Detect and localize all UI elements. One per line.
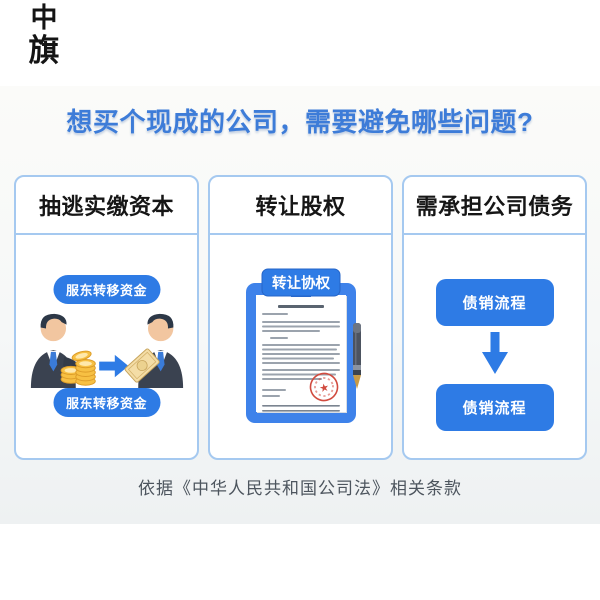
- logo-char-bottom: 旗: [28, 33, 60, 69]
- page-title: 想买个现成的公司，需要避免哪些问题?: [66, 107, 534, 137]
- card-header-withdraw-capital: 抽逃实缴资本: [16, 177, 197, 235]
- transfer-agreement-illustration: ★ 转让协权: [245, 268, 361, 423]
- debt-flow-box-top: 债销流程: [435, 279, 554, 326]
- pen-icon: [352, 323, 361, 389]
- doc-tab-label: 转让协权: [272, 274, 330, 292]
- card-equity-transfer: 转让股权: [208, 175, 393, 460]
- card-body-equity-transfer: ★ 转让协权: [210, 235, 391, 458]
- card-body-company-debts: 债销流程 债销流程: [404, 235, 585, 458]
- capital-transfer-illustration: [30, 313, 183, 388]
- cards-row: 抽逃实缴资本 服东转移资金: [14, 175, 587, 460]
- document-text-lines: [261, 305, 340, 412]
- debt-flow-box-bottom: 债销流程: [435, 384, 554, 431]
- brand-logo: 中 旗: [24, 3, 64, 69]
- card-company-debts: 需承担公司债务 债销流程 债销流程: [402, 175, 587, 460]
- legal-reference-note: 依据《中华人民共和国公司法》相关条款: [138, 479, 462, 498]
- card-header-company-debts: 需承担公司债务: [404, 177, 585, 235]
- card-header-equity-transfer: 转让股权: [210, 177, 391, 235]
- card-withdraw-capital: 抽逃实缴资本 服东转移资金: [14, 175, 199, 460]
- gold-coins-icon: [60, 350, 96, 386]
- fund-transfer-pill-top: 服东转移资金: [52, 275, 161, 304]
- svg-text:★: ★: [318, 382, 330, 396]
- logo-char-top: 中: [30, 3, 58, 34]
- fund-transfer-pill-bottom: 服东转移资金: [52, 388, 161, 417]
- card-body-withdraw-capital: 服东转移资金: [16, 235, 197, 458]
- arrow-right-icon: [98, 354, 128, 378]
- arrow-down-icon: [481, 332, 508, 374]
- banknote-icon: [124, 348, 160, 383]
- doc-tab: 转让协权: [261, 268, 340, 297]
